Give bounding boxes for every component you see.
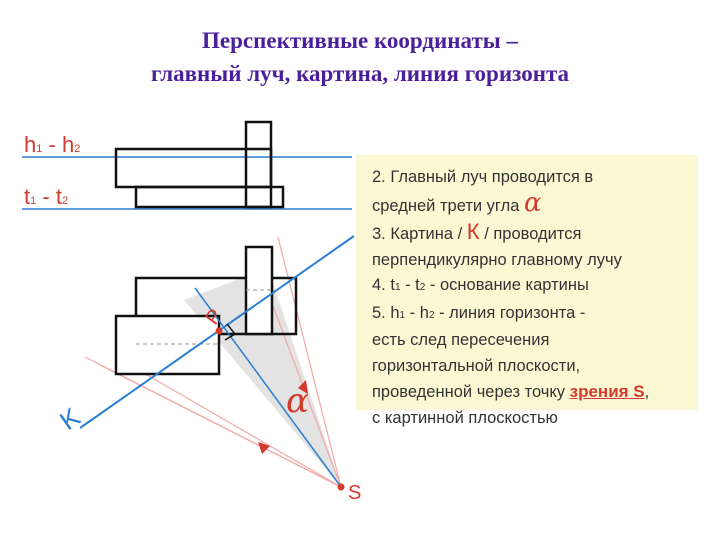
note-line: горизонтальной плоскости, (372, 356, 581, 375)
point-p (215, 327, 223, 335)
k-symbol: К (466, 219, 480, 244)
label-s: S (348, 482, 361, 504)
explanation-text: 2. Главный луч проводится в средней трет… (372, 165, 702, 431)
explanation-box (356, 155, 698, 410)
sight-ray (129, 364, 342, 488)
viewpoint-emphasis: зрения S (569, 382, 645, 401)
cone-arrow-left (258, 442, 270, 454)
point-s (337, 483, 345, 491)
plan-front-block (114, 314, 221, 376)
right-angle-mark (224, 323, 237, 341)
elevation-lower-block (134, 185, 285, 209)
elevation-tower (244, 120, 273, 209)
note-line: средней трети угла α (372, 187, 542, 218)
note-line: 5. h1 - h2 - линия горизонта - (372, 303, 586, 322)
title-line-1: Перспективные координаты – (202, 28, 518, 53)
note-line: проведенной через точку зрения S, (372, 382, 650, 401)
slide-title: Перспективные координаты – главный луч, … (0, 24, 720, 90)
horizon-label: h1 - h2 (24, 132, 80, 157)
ground-label: t1 - t2 (24, 184, 68, 209)
elevation-upper-block (114, 147, 273, 189)
title-line-2: главный луч, картина, линия горизонта (150, 61, 570, 86)
note-line: перпендикулярно главному лучу (372, 250, 622, 269)
note-line: есть след пересечения (372, 331, 550, 349)
note-line: 4. t1 - t2 - основание картины (372, 276, 589, 294)
alpha-symbol: α (523, 187, 542, 218)
note-line: 2. Главный луч проводится в (372, 168, 594, 186)
note-line: 3. Картина / К / проводится (372, 219, 582, 244)
main-ray (194, 287, 342, 488)
label-k: K (54, 401, 86, 436)
label-alpha: α (286, 381, 309, 421)
cone-arrow-right (298, 380, 308, 394)
note-line: с картинной плоскостью (372, 408, 558, 427)
